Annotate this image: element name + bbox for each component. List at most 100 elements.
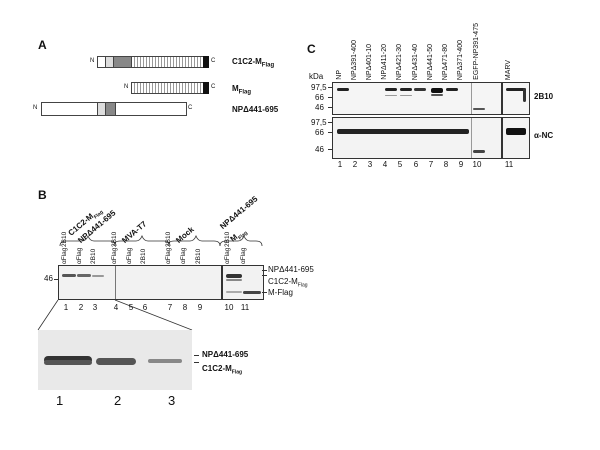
construct-1-c-terminus: C [211, 58, 216, 64]
c-lane-number-6: 6 [413, 160, 419, 169]
zoom-label-np-delta: NPΔ441-695 [202, 350, 249, 359]
antibody-text: 2B10 [111, 231, 118, 247]
label-m-flag: M-Flag [268, 288, 293, 297]
antibody-text: 2B10 [165, 231, 172, 247]
c-lane-number-10: 10 [472, 160, 482, 169]
lane-label-11: MARV [505, 59, 512, 80]
zoom-lane-3: 3 [168, 393, 176, 408]
panel-c-top-blot-marv [502, 82, 530, 115]
lane-5-antibody-label: αFlag [126, 247, 134, 264]
construct-3-label: NPΔ441-695 [232, 105, 279, 114]
antibody-text: αFlag [111, 247, 118, 264]
construct-1-label: C1C2-MFlag [232, 57, 275, 69]
antibody-text: 2B10 [61, 231, 68, 247]
lane-label-9: NPΔ371-400 [457, 39, 464, 80]
zoom-lane-1: 1 [56, 393, 64, 408]
lane-label-2: NPΔ391-400 [351, 39, 358, 80]
antibody-text: αFlag [165, 247, 172, 264]
construct-mflag-diagram [131, 82, 221, 94]
antibody-text: 2B10 [224, 231, 231, 247]
top-mw-46: 46 [315, 103, 324, 112]
panel-a-letter: A [38, 38, 47, 52]
lane-number-2: 2 [78, 303, 84, 312]
panel-c-bottom-blot-marv [502, 117, 530, 159]
construct-3-c-terminus: C [188, 105, 193, 111]
lane-8-antibody-label: αFlag [180, 247, 188, 264]
lane-number-9: 9 [197, 303, 203, 312]
lane-number-5: 5 [128, 303, 134, 312]
c-lane-number-4: 4 [382, 160, 388, 169]
zoom-label-c1c2: C1C2-MFlag [202, 364, 243, 376]
top-mw-97: 97,5 [311, 83, 327, 92]
panel-c-bottom-blot [332, 117, 502, 159]
panel-b-zoom-blot [38, 330, 192, 390]
lane-label-5: NPΔ421-30 [396, 43, 403, 80]
antibody-text: αFlag [224, 247, 231, 264]
top-antibody-label: 2B10 [534, 92, 554, 101]
antibody-text: αFlag [180, 247, 187, 264]
lane-9-antibody-label: 2B10 [195, 248, 203, 264]
label-np-delta: NPΔ441-695 [268, 265, 314, 274]
antibody-text: αFlag [76, 247, 83, 264]
c-lane-number-2: 2 [352, 160, 358, 169]
construct-2-c-terminus: C [211, 84, 216, 90]
lane-number-1: 1 [63, 303, 69, 312]
bottom-mw-97: 97,5 [311, 118, 327, 127]
c-lane-number-3: 3 [367, 160, 373, 169]
panel-c-top-blot [332, 82, 502, 115]
lane-label-7: NPΔ441-50 [427, 43, 434, 80]
lane-label-3: NPΔ401-10 [366, 43, 373, 80]
top-mw-66: 66 [315, 93, 324, 102]
construct-3-n-terminus: N [33, 105, 38, 111]
lane-number-11: 11 [240, 303, 250, 312]
lane-number-3: 3 [92, 303, 98, 312]
antibody-text: 2B10 [195, 248, 202, 264]
lane-label-6: NPΔ431-40 [412, 43, 419, 80]
antibody-text: αFlag [240, 247, 247, 264]
c-lane-number-8: 8 [443, 160, 449, 169]
lane-6-antibody-label: 2B10 [140, 248, 148, 264]
construct-2-label: MFlag [232, 84, 252, 96]
lane-number-10: 10 [224, 303, 234, 312]
construct-c1c2-mflag-diagram [97, 56, 219, 68]
lane-3-antibody-label: 2B10 [90, 248, 98, 264]
mw-46-label: 46 [44, 274, 53, 283]
lane-number-8: 8 [182, 303, 188, 312]
bottom-mw-66: 66 [315, 128, 324, 137]
panel-b-blot-right [222, 265, 264, 300]
bottom-mw-46: 46 [315, 145, 324, 154]
antibody-text: αFlag [61, 247, 68, 264]
zoom-lane-2: 2 [114, 393, 122, 408]
panel-b-blot [58, 265, 222, 300]
lane-label-1: NP [336, 70, 343, 80]
lane-number-4: 4 [113, 303, 119, 312]
c-lane-number-5: 5 [397, 160, 403, 169]
antibody-text: αFlag [126, 247, 133, 264]
antibody-text: 2B10 [140, 248, 147, 264]
lane-11-antibody-label: αFlag [240, 247, 248, 264]
lane-label-10: EGFP-NP391-475 [473, 23, 480, 80]
panel-c-letter: C [307, 42, 316, 56]
c-lane-number-9: 9 [458, 160, 464, 169]
panel-b-letter: B [38, 188, 47, 202]
lane-number-7: 7 [167, 303, 173, 312]
lane-label-8: NPΔ471-80 [442, 43, 449, 80]
bottom-antibody-label: α-NC [534, 131, 554, 140]
lane-label-4: NPΔ411-20 [381, 44, 388, 80]
c-lane-number-7: 7 [428, 160, 434, 169]
label-c1c2-mflag: C1C2-MFlag [268, 277, 308, 289]
construct-2-n-terminus: N [124, 84, 129, 90]
c-lane-number-11: 11 [504, 160, 514, 169]
lane-2-antibody-label: αFlag [76, 247, 84, 264]
construct-1-n-terminus: N [90, 58, 95, 64]
lane-number-6: 6 [142, 303, 148, 312]
kda-label: kDa [309, 72, 324, 81]
antibody-text: 2B10 [90, 248, 97, 264]
construct-np-delta441-695-diagram [41, 102, 197, 116]
c-lane-number-1: 1 [337, 160, 343, 169]
